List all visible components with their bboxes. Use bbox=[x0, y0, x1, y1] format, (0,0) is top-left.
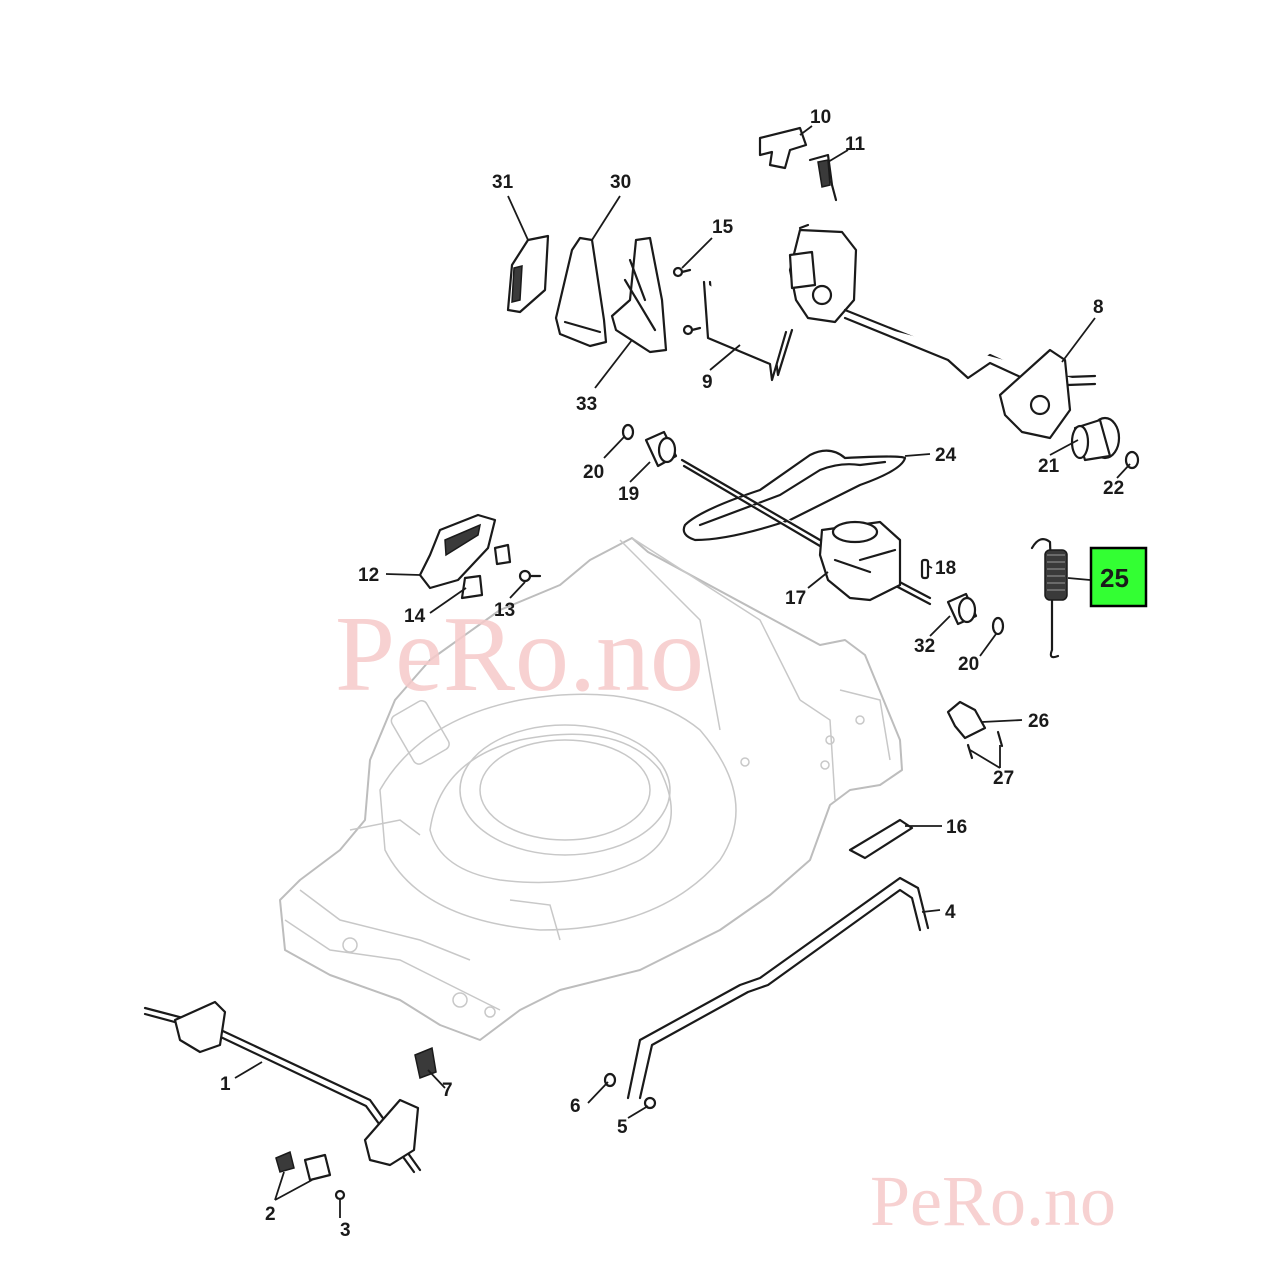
part-16-plate bbox=[848, 818, 914, 860]
callout-1: 1 bbox=[220, 1074, 231, 1095]
highlight-label: 25 bbox=[1100, 563, 1129, 593]
part-3-screw bbox=[334, 1189, 346, 1201]
part-12-bracket bbox=[418, 513, 497, 590]
callout-13: 13 bbox=[494, 600, 515, 621]
part-19-gear bbox=[644, 430, 678, 468]
part-7-spring bbox=[414, 1046, 437, 1080]
part-15-screws bbox=[672, 266, 702, 336]
part-27-screws bbox=[966, 730, 1004, 760]
part-9-wire bbox=[702, 280, 794, 382]
part-18-pin bbox=[920, 558, 930, 580]
part-33-cover bbox=[610, 236, 668, 354]
callout-16: 16 bbox=[946, 817, 967, 838]
part-20-ring-bottom bbox=[991, 616, 1005, 636]
leader-lines bbox=[234, 125, 1131, 1218]
part-8-height-lever bbox=[788, 223, 1097, 440]
callout-17: 17 bbox=[785, 588, 806, 609]
callout-20a: 20 bbox=[583, 462, 604, 483]
callout-12: 12 bbox=[358, 565, 379, 586]
callout-26: 26 bbox=[1028, 711, 1049, 732]
part-14b-clip bbox=[493, 543, 512, 566]
callout-5: 5 bbox=[617, 1117, 628, 1138]
callout-11: 11 bbox=[845, 134, 866, 155]
callout-20b: 20 bbox=[958, 654, 979, 675]
callout-33: 33 bbox=[576, 394, 597, 415]
callout-9: 9 bbox=[702, 372, 713, 393]
highlight-box[interactable] bbox=[1089, 546, 1148, 608]
callout-30: 30 bbox=[610, 172, 631, 193]
callout-18: 18 bbox=[935, 558, 956, 579]
part-17-gearbox bbox=[818, 520, 902, 602]
callout-2: 2 bbox=[265, 1204, 276, 1225]
callout-7: 7 bbox=[442, 1080, 453, 1101]
part-13-screw bbox=[518, 569, 542, 583]
callout-8: 8 bbox=[1093, 297, 1104, 318]
part-31-clip bbox=[506, 234, 550, 314]
part-14-clip bbox=[460, 574, 484, 600]
callout-22: 22 bbox=[1103, 478, 1124, 499]
part-32-gear bbox=[946, 592, 978, 626]
part-4-front-axle bbox=[626, 876, 930, 1100]
part-1-rear-axle bbox=[143, 1000, 422, 1174]
callout-3: 3 bbox=[340, 1220, 351, 1241]
watermark-corner: PeRo.no bbox=[870, 1161, 1116, 1241]
watermark-center: PeRo.no bbox=[335, 595, 704, 714]
part-11-spring bbox=[808, 153, 838, 202]
callout-21: 21 bbox=[1038, 456, 1060, 477]
part-10-bracket bbox=[758, 126, 808, 170]
callout-27: 27 bbox=[993, 768, 1014, 789]
callout-4: 4 bbox=[945, 902, 956, 923]
mower-deck bbox=[279, 537, 903, 1041]
callout-15: 15 bbox=[712, 217, 734, 238]
part-2-clips bbox=[275, 1150, 332, 1182]
callout-32: 32 bbox=[914, 636, 935, 657]
callout-19: 19 bbox=[618, 484, 639, 505]
callout-6: 6 bbox=[570, 1096, 581, 1117]
callout-31: 31 bbox=[492, 172, 514, 193]
callout-24: 24 bbox=[935, 445, 957, 466]
part-20-ring-top bbox=[621, 423, 635, 441]
part-25-spring bbox=[1030, 538, 1068, 659]
part-21-hub bbox=[1070, 416, 1121, 462]
part-26-bracket bbox=[946, 700, 987, 740]
callout-10: 10 bbox=[810, 107, 831, 128]
callout-14: 14 bbox=[404, 606, 426, 627]
part-30-handle-cover bbox=[554, 236, 608, 348]
